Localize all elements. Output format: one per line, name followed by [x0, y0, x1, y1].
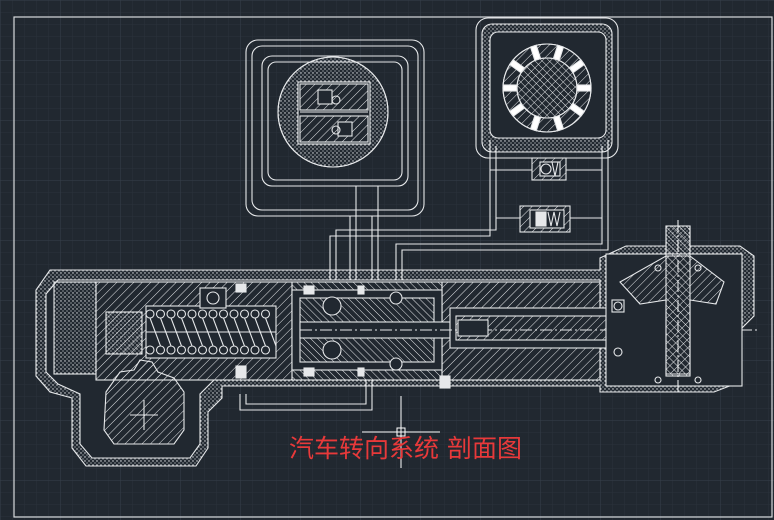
pump-vane	[508, 58, 526, 74]
spring-coil	[239, 309, 250, 319]
check-valve-lower	[519, 205, 571, 233]
spring-coil	[218, 309, 229, 319]
pump-unit	[475, 17, 619, 159]
pump-vane	[552, 44, 565, 62]
spring-coil	[260, 345, 271, 355]
recirculating-ball-screw	[105, 283, 277, 379]
cursor-crosshair	[362, 396, 440, 468]
spring-coil	[239, 345, 250, 355]
check-valve-upper	[531, 157, 567, 181]
pump-vane	[576, 84, 592, 92]
sector-gear	[103, 359, 185, 445]
spring-coil	[166, 345, 176, 355]
spring-coil	[208, 345, 218, 355]
spring-coil	[176, 309, 187, 319]
pump-vane	[502, 84, 518, 92]
pump-vane	[529, 44, 542, 62]
return-hose	[439, 375, 451, 389]
pump-vane	[529, 114, 542, 132]
spring-coil	[260, 309, 271, 319]
control-valve-spool	[291, 285, 451, 377]
spring-coil	[208, 309, 218, 319]
spring-coil	[155, 309, 166, 319]
drawing-title: 汽车转向系统 剖面图	[289, 434, 522, 463]
drawing-border	[13, 16, 773, 518]
pump-vane	[568, 58, 586, 74]
spring-coil	[250, 309, 260, 319]
spring-coil	[155, 345, 166, 355]
spring-coil	[145, 345, 155, 355]
spring-coil	[218, 345, 229, 355]
spring-coil	[197, 309, 208, 319]
spring-coil	[145, 309, 155, 319]
pump-vane	[508, 102, 526, 118]
spring-coil	[187, 309, 197, 319]
pump-vane	[568, 102, 586, 118]
spring-coil	[166, 309, 176, 319]
pump-vane	[552, 114, 565, 132]
spring-coil	[176, 345, 187, 355]
bevel-gear-housing	[605, 220, 743, 392]
rotary-valve-unit	[245, 39, 425, 217]
spring-coil	[229, 309, 239, 319]
spring-coil	[250, 345, 260, 355]
spring-coil	[187, 345, 197, 355]
spring-coil	[197, 345, 208, 355]
spring-coil	[229, 345, 239, 355]
